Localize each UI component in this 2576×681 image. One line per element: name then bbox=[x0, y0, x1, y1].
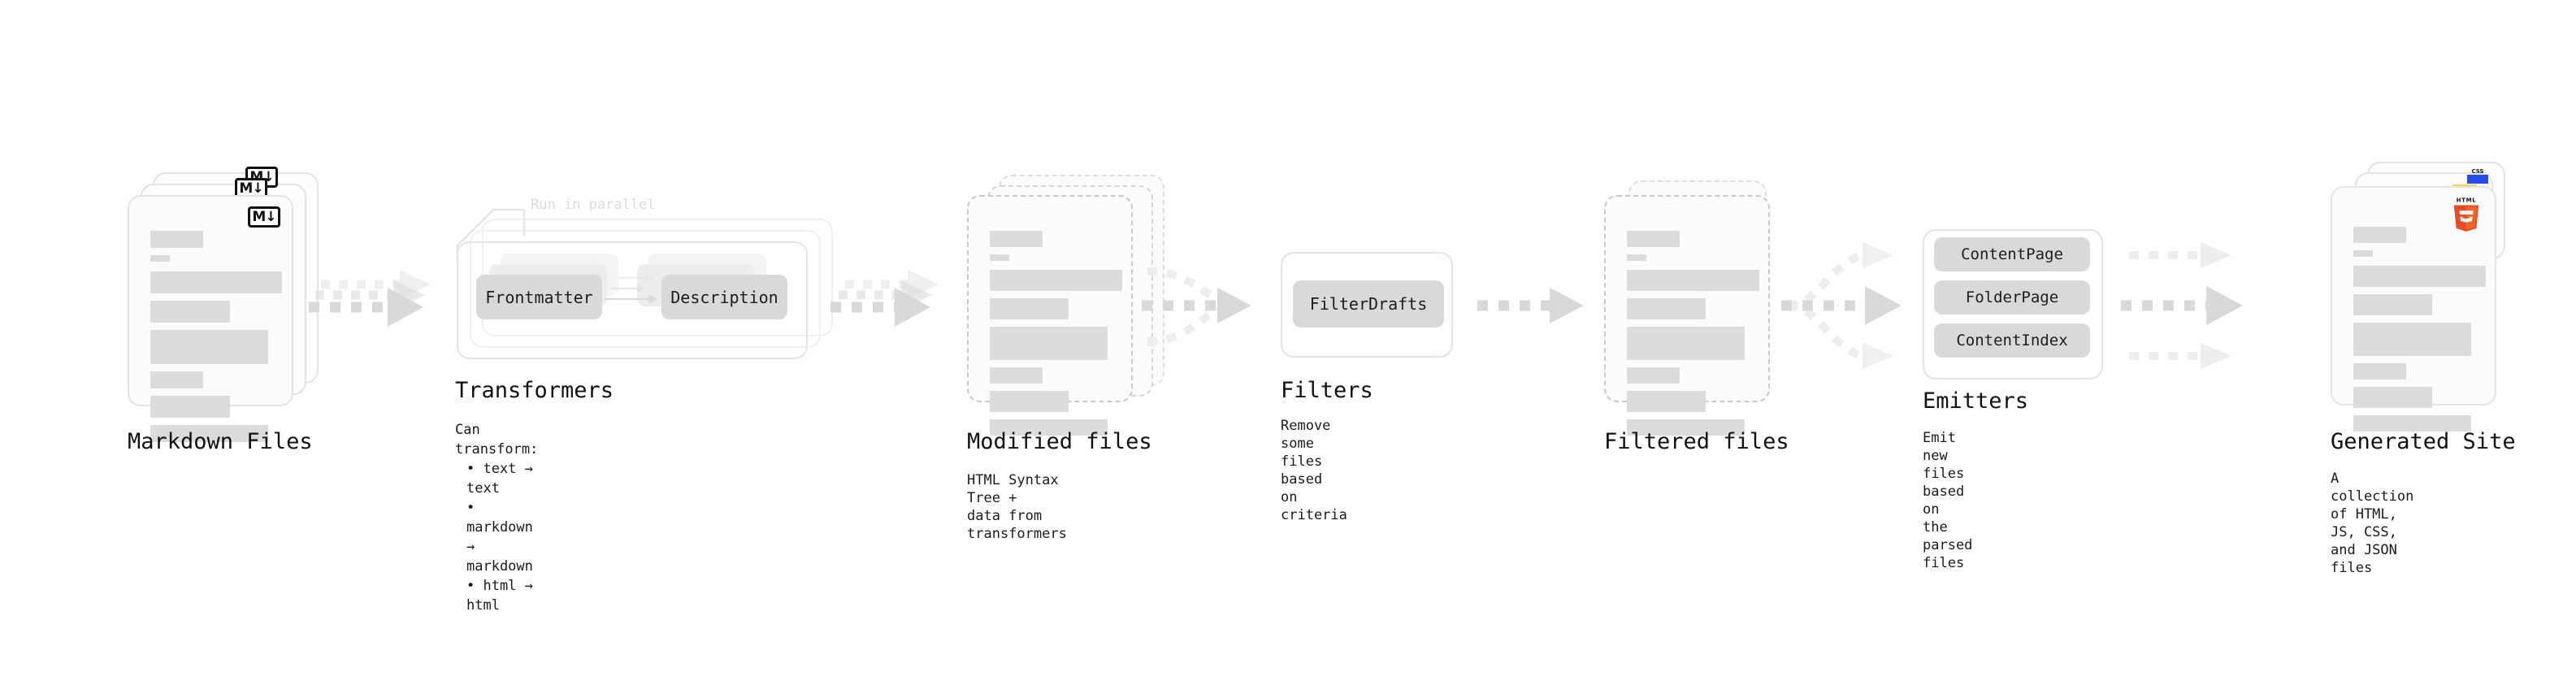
filtered-file-content-lines bbox=[1627, 231, 1759, 443]
markdown-file-card-front: M↓ bbox=[128, 195, 293, 442]
transformers-bullet-2: • markdown → markdown bbox=[466, 500, 533, 575]
emitter-pill-contentindex[interactable]: ContentIndex bbox=[1934, 323, 2090, 358]
content-line bbox=[150, 231, 203, 248]
emitters-title: Emitters bbox=[1923, 388, 2029, 414]
content-line bbox=[1627, 367, 1680, 384]
content-line bbox=[1627, 419, 1745, 436]
content-line bbox=[2353, 250, 2373, 257]
css-badge: CSS bbox=[2467, 168, 2488, 184]
content-line bbox=[1627, 254, 1646, 261]
modified-files-title: Modified files bbox=[967, 429, 1152, 454]
emitter-pill-contentpage-label: ContentPage bbox=[1961, 245, 2063, 263]
content-line bbox=[150, 271, 282, 293]
content-line bbox=[990, 419, 1108, 436]
transformers-bullet-3: • html → html bbox=[466, 578, 533, 614]
content-line bbox=[1627, 327, 1745, 360]
content-line bbox=[1627, 270, 1759, 291]
content-line bbox=[2353, 363, 2406, 380]
markdown-badge-back1-text: M↓ bbox=[239, 180, 263, 197]
filter-pill-filterdrafts-label: FilterDrafts bbox=[1309, 294, 1428, 314]
transformers-bullet-1: • text → text bbox=[466, 461, 533, 497]
transformer-pill-description-label: Description bbox=[670, 287, 778, 307]
content-line bbox=[2353, 415, 2471, 432]
filters-groupbox bbox=[1281, 252, 1453, 358]
modified-file-card-front bbox=[967, 195, 1133, 436]
markdown-file-content-lines bbox=[150, 231, 282, 449]
arrow-filtered-to-emitters bbox=[1781, 242, 1902, 369]
emitter-pill-folderpage-label: FolderPage bbox=[1965, 288, 2059, 306]
emitter-pill-folderpage[interactable]: FolderPage bbox=[1934, 280, 2090, 314]
content-line bbox=[2353, 294, 2432, 315]
generated-site-subtitle: A collection of HTML, JS, CSS, and JSON … bbox=[2331, 471, 2414, 576]
arrow-filters-to-filtered bbox=[1477, 288, 1584, 323]
transformers-bullets: Can transform: • text → text • markdown … bbox=[455, 420, 538, 615]
content-line bbox=[150, 330, 268, 364]
run-in-parallel-note: Run in parallel bbox=[531, 197, 656, 213]
content-line bbox=[1627, 298, 1706, 319]
markdown-badge: M↓ bbox=[248, 206, 280, 228]
content-line bbox=[990, 254, 1009, 261]
generated-site-title: Generated Site bbox=[2331, 429, 2516, 454]
content-line bbox=[990, 367, 1043, 384]
content-line bbox=[150, 396, 230, 418]
arrow-markdown-to-transformers bbox=[309, 270, 431, 327]
html5-badge: HTML bbox=[2451, 196, 2482, 232]
arrow-transformers-to-modified bbox=[830, 270, 939, 327]
emitter-pill-contentpage[interactable]: ContentPage bbox=[1934, 237, 2090, 271]
transformers-subtitle: Can transform: bbox=[455, 422, 539, 458]
content-line bbox=[2353, 387, 2432, 408]
generated-file-content-lines bbox=[2353, 227, 2486, 439]
content-line bbox=[2353, 266, 2486, 287]
filter-pill-filterdrafts[interactable]: FilterDrafts bbox=[1293, 280, 1444, 327]
content-line bbox=[990, 391, 1069, 412]
filtered-files-title: Filtered files bbox=[1604, 429, 1789, 454]
content-line bbox=[2353, 323, 2471, 356]
content-line bbox=[150, 425, 268, 442]
modified-file-content-lines bbox=[990, 231, 1122, 443]
content-line bbox=[990, 231, 1043, 247]
svg-text:HTML: HTML bbox=[2457, 197, 2477, 204]
content-line bbox=[990, 327, 1108, 360]
transformers-groupbox-back1 bbox=[470, 230, 821, 348]
transformer-pill-description[interactable]: Description bbox=[661, 275, 787, 319]
transformers-groupbox bbox=[457, 241, 808, 359]
arrow-emitters-to-generated bbox=[2121, 242, 2243, 369]
html5-logo-svg: HTML bbox=[2453, 197, 2479, 232]
emitter-pill-contentindex-label: ContentIndex bbox=[1956, 332, 2068, 349]
generated-file-card-front: HTML bbox=[2331, 186, 2496, 432]
emitters-groupbox bbox=[1923, 229, 2103, 380]
filters-title: Filters bbox=[1281, 378, 1373, 403]
emitters-subtitle: Emit new files based on the parsed files bbox=[1923, 430, 1973, 571]
content-line bbox=[2353, 227, 2406, 243]
filtered-file-card-front bbox=[1604, 195, 1770, 436]
content-line bbox=[150, 301, 230, 323]
markdown-files-title: Markdown Files bbox=[128, 429, 313, 454]
content-line bbox=[990, 270, 1122, 291]
content-line bbox=[1627, 391, 1706, 412]
content-line bbox=[990, 298, 1069, 319]
content-line bbox=[1627, 231, 1680, 247]
css-badge-text: CSS bbox=[2471, 168, 2484, 175]
markdown-badge-text: M↓ bbox=[252, 208, 276, 225]
transformer-pill-frontmatter-label: Frontmatter bbox=[485, 287, 593, 307]
content-line bbox=[150, 255, 170, 262]
modified-files-subtitle: HTML Syntax Tree + data from transformer… bbox=[967, 472, 1067, 542]
transformer-pill-frontmatter[interactable]: Frontmatter bbox=[476, 275, 602, 319]
transformers-title: Transformers bbox=[455, 378, 614, 403]
content-line bbox=[150, 371, 203, 388]
filters-subtitle: Remove some files based on criteria bbox=[1281, 418, 1347, 523]
